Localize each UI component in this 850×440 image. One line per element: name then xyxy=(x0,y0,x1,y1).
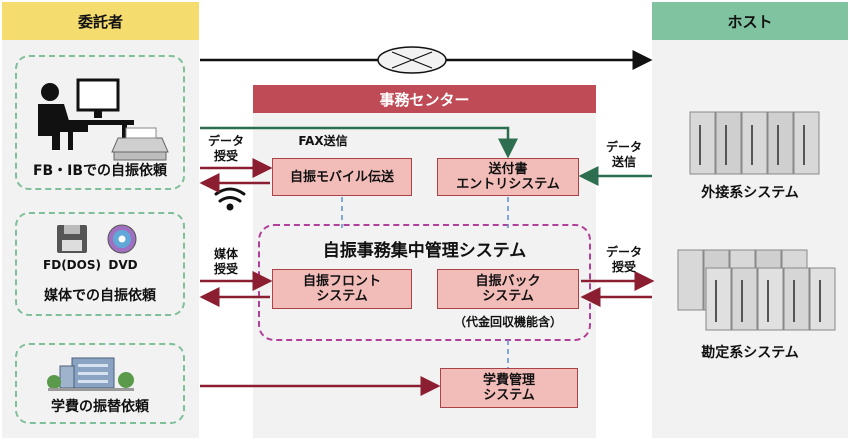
host-column xyxy=(652,2,848,438)
server-rack-icon-external xyxy=(689,111,820,175)
data-exchange-right-label: データ 授受 xyxy=(596,245,652,275)
front-system-line2: システム xyxy=(316,289,368,304)
back-system-line1: 自振バック xyxy=(475,274,541,289)
consignor-header: 委託者 xyxy=(2,2,199,40)
floppy-disk-icon xyxy=(57,225,87,253)
server-rack-icon-accounting xyxy=(677,249,836,331)
media-exchange-label: 媒体 授受 xyxy=(200,247,252,277)
front-system-box: 自振フロント システム xyxy=(272,269,412,309)
fax-machine-icon xyxy=(111,127,169,161)
tuition-system-line2: システム xyxy=(483,388,535,403)
back-system-note: （代金回収機能含） xyxy=(453,315,562,329)
external-system-label: 外接系システム xyxy=(701,185,799,201)
host-header: ホスト xyxy=(652,2,848,40)
person-computer-icon xyxy=(38,78,134,150)
data-send-line2: 送信 xyxy=(611,155,636,169)
fax-line xyxy=(200,126,518,159)
fb-ib-group xyxy=(15,55,185,190)
invoice-entry-line2: エントリシステム xyxy=(456,177,560,192)
tuition-label: 学費の振替依頼 xyxy=(51,399,149,415)
consignor-header-text: 委託者 xyxy=(77,12,123,31)
front-system-line1: 自振フロント xyxy=(302,274,381,289)
center-header-text: 事務センター xyxy=(379,90,470,109)
fb-ib-label: FB・IBでの自振依頼 xyxy=(32,163,168,179)
invoice-entry-line1: 送付書 xyxy=(488,162,528,177)
media-group xyxy=(15,212,185,316)
mobile-transmission-box: 自振モバイル伝送 xyxy=(272,158,412,196)
fax-send-label: FAX送信 xyxy=(298,134,348,148)
data-exchange-left-line1: データ xyxy=(207,134,244,148)
media-fd-label: FD(DOS) xyxy=(43,258,101,272)
tuition-system-box: 学費管理 システム xyxy=(440,368,578,408)
wireless-signal-icon xyxy=(214,187,246,211)
router-icon xyxy=(377,46,447,74)
mobile-transmission-text: 自振モバイル伝送 xyxy=(289,169,394,185)
tuition-system-line1: 学費管理 xyxy=(482,373,535,388)
data-send-label: データ 送信 xyxy=(596,140,652,170)
data-exchange-right-line1: データ xyxy=(605,245,642,259)
data-exchange-left-line2: 授受 xyxy=(213,149,238,163)
back-system-line2: システム xyxy=(482,289,534,304)
invoice-entry-box: 送付書 エントリシステム xyxy=(437,158,579,196)
tuition-group xyxy=(15,343,185,424)
building-icon xyxy=(47,357,134,391)
data-exchange-right-line2: 授受 xyxy=(611,260,636,274)
media-exchange-line2: 授受 xyxy=(213,262,238,276)
data-send-line1: データ xyxy=(605,140,642,154)
accounting-system-label: 勘定系システム xyxy=(701,345,799,361)
media-label: 媒体での自振依頼 xyxy=(44,288,156,304)
data-exchange-left-label: データ 授受 xyxy=(200,134,252,164)
back-system-box: 自振バック システム xyxy=(437,269,579,309)
dvd-icon xyxy=(107,224,137,254)
center-header: 事務センター xyxy=(253,85,596,113)
media-dvd-label: DVD xyxy=(108,258,138,272)
media-exchange-line1: 媒体 xyxy=(213,247,238,261)
central-system-title: 自振事務集中管理システム xyxy=(322,241,527,261)
host-header-text: ホスト xyxy=(727,12,773,31)
